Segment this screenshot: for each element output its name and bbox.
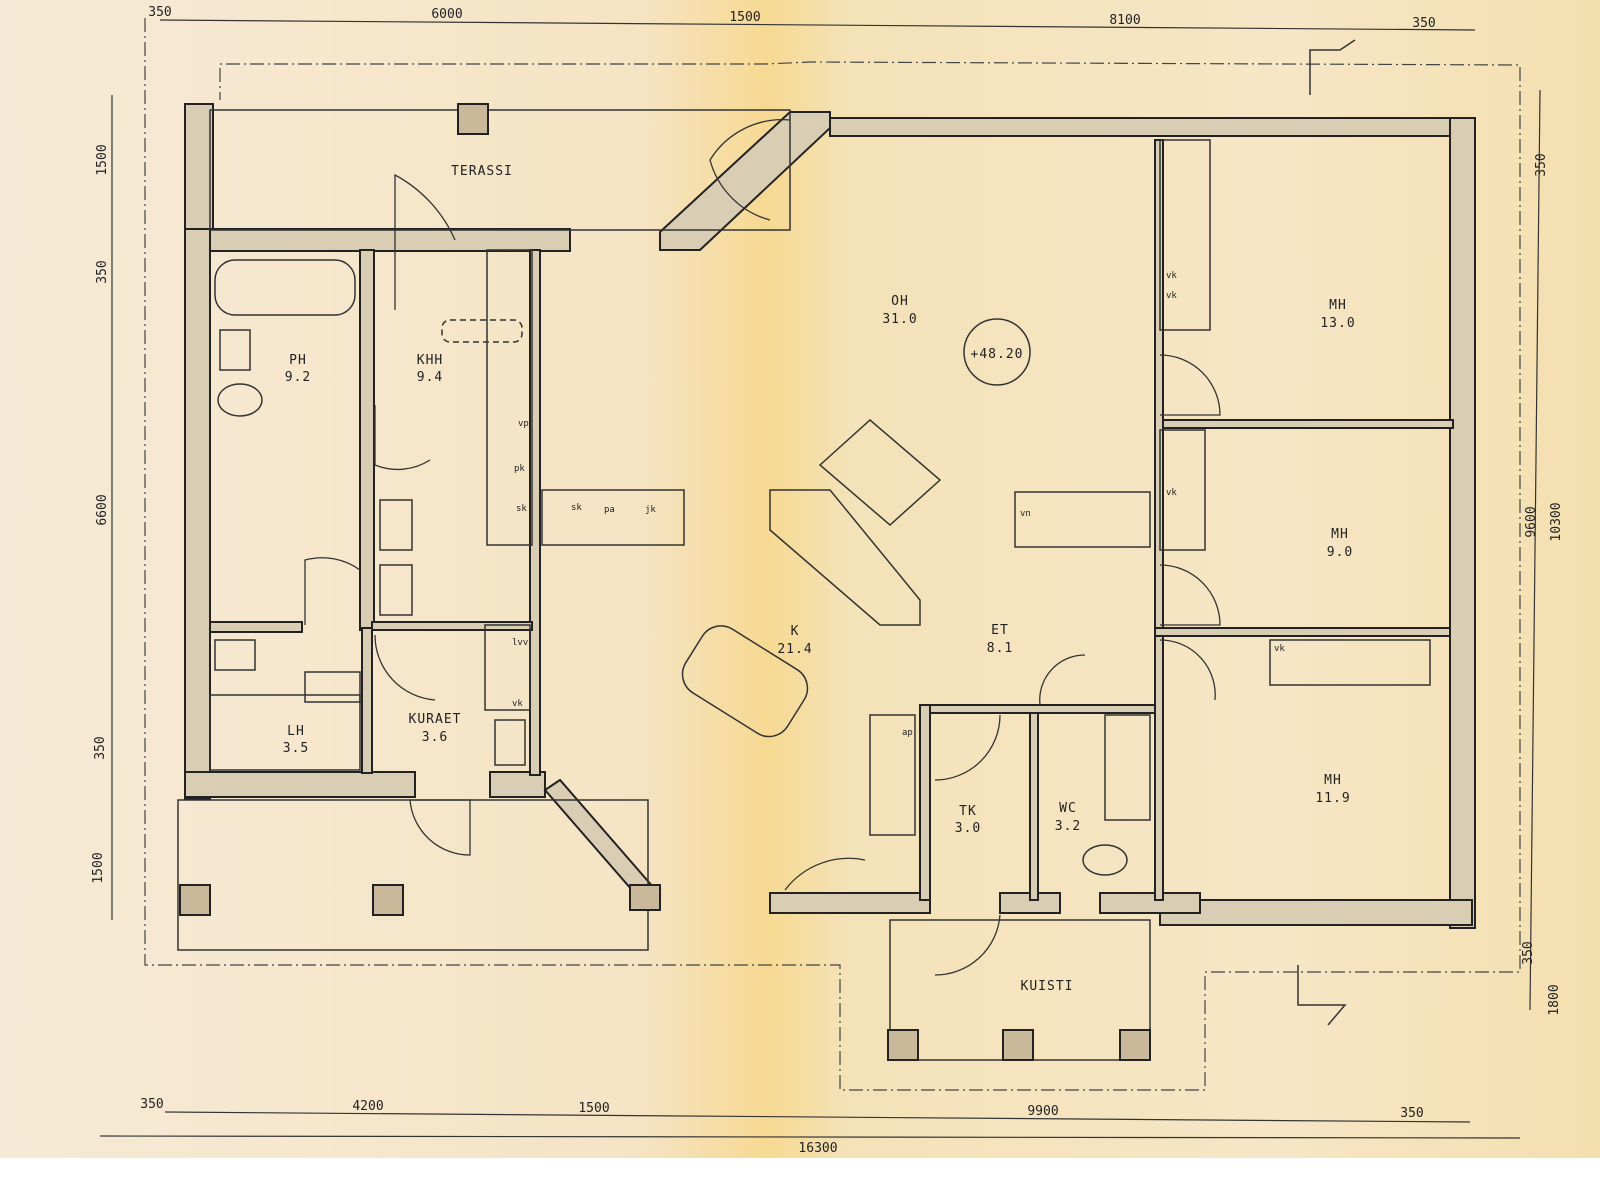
dimension-label: 350 [1521,941,1536,964]
dimension-label: 4200 [352,1099,383,1114]
level-marker [963,318,1031,386]
room-area-oh: 31.0 [882,312,917,327]
room-area-mh: 11.9 [1315,791,1350,806]
dimension-label: 1500 [91,852,106,883]
room-area-mh: 9.0 [1327,545,1353,560]
dimension-label: 8100 [1109,13,1140,28]
dimension-label: 350 [148,5,171,20]
dimension-label: 350 [1534,153,1549,176]
dimension-label: 350 [140,1097,163,1112]
dimension-label: 350 [1412,16,1435,31]
fixture-label: vk [1166,271,1177,281]
fixture-label: ap [902,728,913,738]
pillars [179,103,1151,1061]
fireplace [769,489,921,626]
exterior-walls [184,103,1476,929]
room-labels: TERASSI PH 9.2 KHH 9.4 OH 31.0 MH 13.0 M… [283,164,1355,994]
interior-walls [209,139,1454,901]
room-area-khh: 9.4 [417,370,443,385]
toilet-icon [217,383,263,417]
dimension-label: 9600 [1524,506,1539,537]
fixture-label: vk [1166,488,1177,498]
room-name-wc: WC [1059,801,1077,816]
fixture-label: vk [512,699,523,709]
room-name-mh: MH [1324,773,1342,788]
fixture-label: vk [1166,291,1177,301]
fixtures [209,139,1431,876]
room-name-k: K [791,624,800,639]
page-margin [0,1158,1600,1177]
dimension-label: 6600 [95,494,110,525]
section-marker [1309,39,1356,95]
roof-outline [144,18,1521,1091]
level-label: +48.20 [971,347,1024,362]
section-marker [1297,965,1347,1026]
dimension-label: 350 [93,736,108,759]
dimension-label: 10300 [1549,502,1564,541]
fixture-label: pk [514,464,525,474]
fixture-label: sk [571,503,582,513]
dimension-label: 1800 [1547,984,1562,1015]
room-area-k: 21.4 [777,642,812,657]
dimension-label: 6000 [431,7,462,22]
dimension-label: 16300 [798,1141,837,1156]
fixture-label: vk [1274,644,1285,654]
dimension-label: 350 [95,260,110,283]
kitchen-island [681,625,809,738]
fixture-label: vn [1020,509,1031,519]
room-area-mh: 13.0 [1320,316,1355,331]
room-area-et: 8.1 [987,641,1013,656]
room-name-et: ET [991,623,1009,638]
doors [304,119,1221,976]
fixture-labels: vp pk sk sk pa jk vk vk vk vk vk vn lvv … [512,271,1285,738]
room-area-tk: 3.0 [955,821,981,836]
room-name-mh: MH [1329,298,1347,313]
dryer-rack-icon [379,499,413,551]
room-area-wc: 3.2 [1055,819,1081,834]
room-name-lh: LH [287,724,305,739]
dimension-label: 1500 [578,1101,609,1116]
dimension-lines [99,19,1541,1139]
room-area-ph: 9.2 [285,370,311,385]
room-area-lh: 3.5 [283,741,309,756]
dimension-label: 1500 [95,144,110,175]
dimension-label: 1500 [729,10,760,25]
room-name-tk: TK [959,804,977,819]
room-name-terassi: TERASSI [451,164,513,179]
sink-icon [219,329,251,371]
fixture-label: pa [604,505,615,515]
fixture-label: vp [518,419,529,429]
bathtub-icon [214,259,356,316]
fixture-label: sk [516,504,527,514]
room-name-ph: PH [289,353,307,368]
dimension-label: 9900 [1027,1104,1058,1119]
dimension-label: 350 [1400,1106,1423,1121]
room-name-kuraet: KURAET [409,712,462,727]
fixture-label: lvv [512,638,528,648]
fixture-label: jk [645,505,656,515]
room-area-kuraet: 3.6 [422,730,448,745]
room-name-kuisti: KUISTI [1021,979,1074,994]
dimension-labels: 350 6000 1500 8100 350 1500 350 6600 350… [91,5,1564,1156]
room-name-khh: KHH [417,353,443,368]
room-name-oh: OH [891,294,909,309]
toilet-icon [1082,844,1128,876]
dryer-rack-icon [379,564,413,616]
room-name-mh: MH [1331,527,1349,542]
